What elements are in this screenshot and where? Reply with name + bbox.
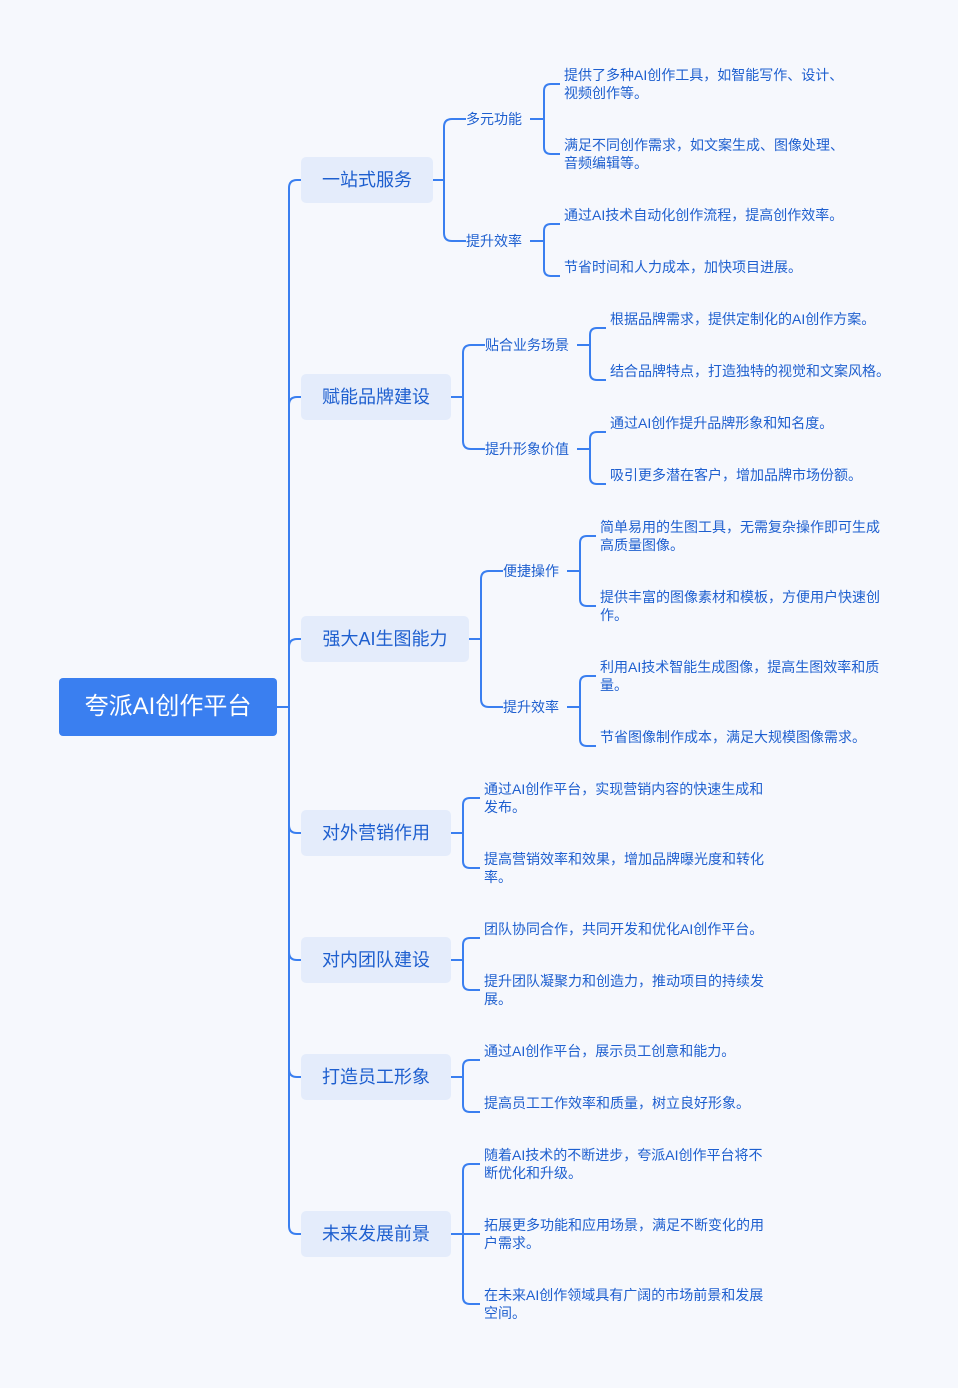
connector <box>589 449 606 485</box>
leaf-text: 随着AI技术的不断进步，夸派AI创作平台将不断优化和升级。 <box>484 1147 763 1181</box>
leaf-text: 提供了多种AI创作工具，如智能写作、设计、视频创作等。 <box>564 67 844 101</box>
leaf-text: 通过AI创作平台，展示员工创意和能力。 <box>484 1043 736 1059</box>
leaf-text: 结合品牌特点，打造独特的视觉和文案风格。 <box>610 363 890 379</box>
connector <box>579 675 596 707</box>
leaf-text: 提供丰富的图像素材和模板，方便用户快速创作。 <box>600 589 880 623</box>
sub-node: 多元功能 <box>466 111 522 127</box>
connector <box>579 571 596 607</box>
sub-node: 提升效率 <box>466 233 522 249</box>
connector <box>462 344 485 397</box>
leaf-text: 提升团队凝聚力和创造力，推动项目的持续发展。 <box>484 973 764 1007</box>
connector <box>288 707 301 1078</box>
leaf-text: 满足不同创作需求，如文案生成、图像处理、音频编辑等。 <box>564 137 844 171</box>
leaf-text: 利用AI技术智能生成图像，提高生图效率和质量。 <box>600 659 880 693</box>
connector <box>462 1234 480 1305</box>
leaf-text: 通过AI创作平台，实现营销内容的快速生成和发布。 <box>484 781 764 815</box>
leaf-text: 提高员工工作效率和质量，树立良好形象。 <box>484 1095 750 1111</box>
connector <box>480 639 503 708</box>
connector <box>543 119 560 155</box>
connector <box>288 396 301 707</box>
connector <box>462 960 480 991</box>
leaf-text: 通过AI技术自动化创作流程，提高创作效率。 <box>564 207 844 223</box>
connector <box>543 83 560 119</box>
connector <box>579 707 596 747</box>
connector <box>589 327 606 345</box>
connector <box>443 180 466 242</box>
sub-node: 提升形象价值 <box>485 441 569 457</box>
leaf-text: 拓展更多功能和应用场景，满足不断变化的用户需求。 <box>484 1217 764 1251</box>
connector <box>462 1163 480 1234</box>
connector <box>543 241 560 277</box>
leaf-text: 通过AI创作提升品牌形象和知名度。 <box>610 415 834 431</box>
connector <box>462 833 480 869</box>
connector <box>579 535 596 571</box>
connector <box>462 797 480 833</box>
branch-node: 一站式服务 <box>301 157 433 203</box>
connector <box>288 638 301 707</box>
connector <box>462 397 485 450</box>
sub-node: 贴合业务场景 <box>485 337 569 353</box>
connector <box>462 1059 480 1077</box>
branch-node: 对内团队建设 <box>301 937 451 983</box>
connector <box>288 707 301 1235</box>
leaf-text: 根据品牌需求，提供定制化的AI创作方案。 <box>610 311 876 327</box>
connector <box>288 707 301 834</box>
connector <box>543 223 560 241</box>
root-node: 夸派AI创作平台 <box>59 678 277 736</box>
leaf-text: 节省时间和人力成本，加快项目进展。 <box>564 259 802 275</box>
leaf-text: 节省图像制作成本，满足大规模图像需求。 <box>600 729 866 745</box>
branch-node: 赋能品牌建设 <box>301 374 451 420</box>
sub-node: 便捷操作 <box>503 563 559 579</box>
leaf-text: 简单易用的生图工具，无需复杂操作即可生成高质量图像。 <box>600 519 880 553</box>
connector <box>589 345 606 381</box>
leaf-text: 吸引更多潜在客户，增加品牌市场份额。 <box>610 467 862 483</box>
connector <box>288 179 301 707</box>
connector <box>589 431 606 449</box>
leaf-text: 团队协同合作，共同开发和优化AI创作平台。 <box>484 921 764 937</box>
branch-node: 强大AI生图能力 <box>301 616 469 662</box>
branch-node: 未来发展前景 <box>301 1211 451 1257</box>
sub-node: 提升效率 <box>503 699 559 715</box>
connector <box>462 937 480 960</box>
connector <box>443 118 466 180</box>
leaf-text: 提高营销效率和效果，增加品牌曝光度和转化率。 <box>484 851 764 885</box>
branch-node: 对外营销作用 <box>301 810 451 856</box>
connector <box>480 570 503 639</box>
connector <box>462 1077 480 1113</box>
leaf-text: 在未来AI创作领域具有广阔的市场前景和发展空间。 <box>484 1287 764 1321</box>
branch-node: 打造员工形象 <box>301 1054 451 1100</box>
